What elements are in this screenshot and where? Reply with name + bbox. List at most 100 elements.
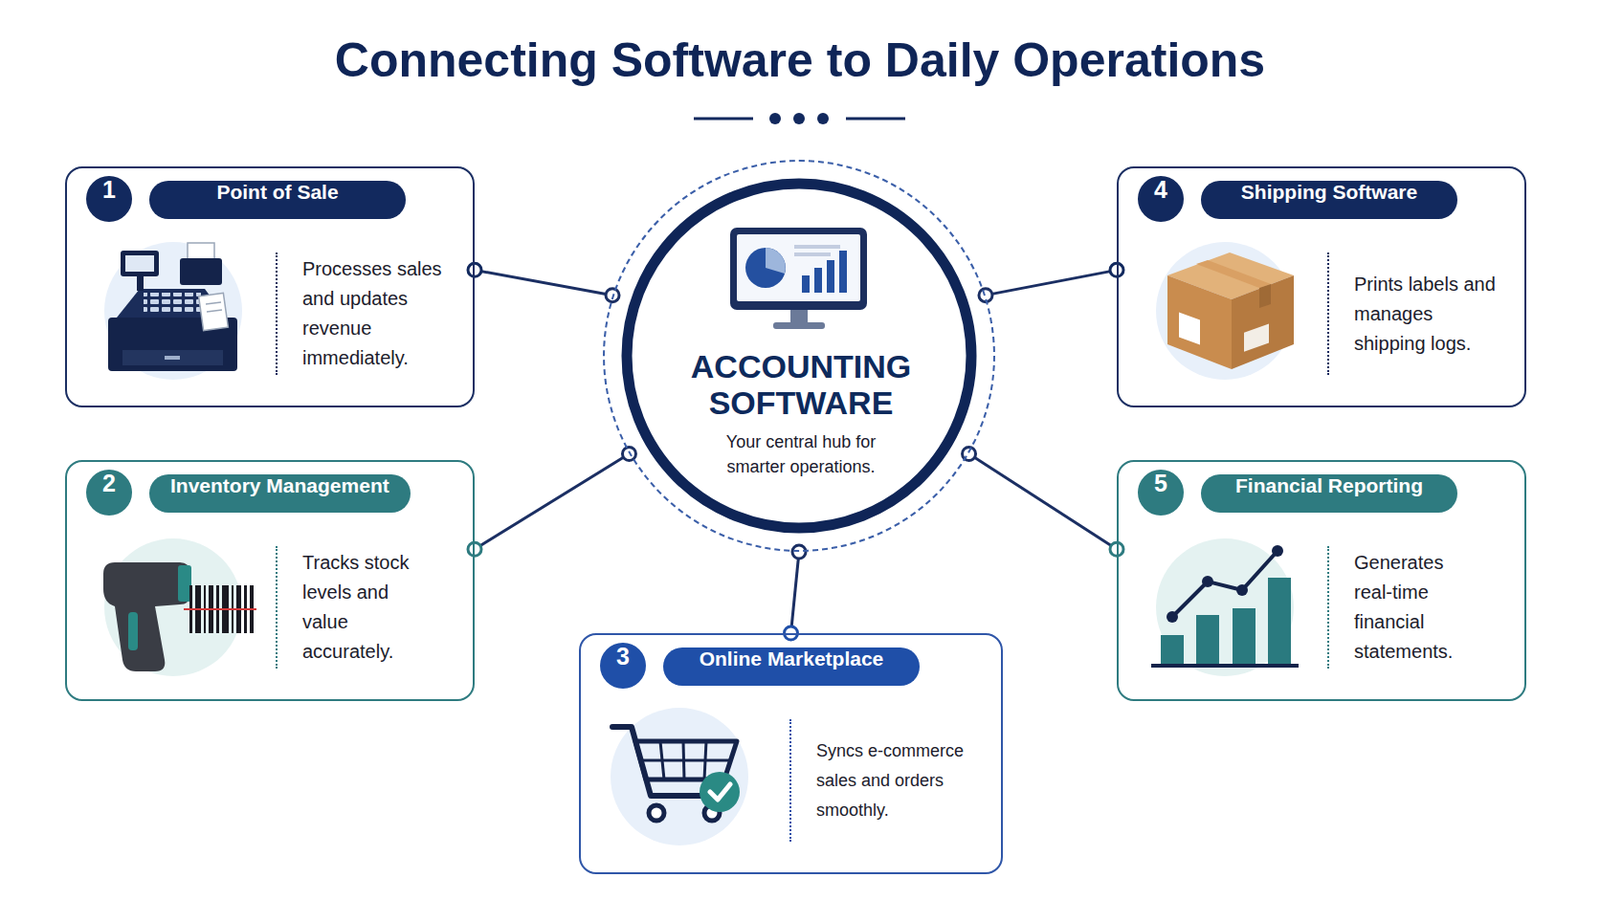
pos-register-icon-part	[199, 292, 229, 331]
parcel-box-icon-part	[1196, 260, 1271, 289]
growth-chart-icon-part	[1271, 545, 1284, 557]
monitor-icon-part	[730, 227, 867, 311]
monitor-icon-part	[765, 247, 786, 274]
card-description: Syncs e-commerce sales and orders smooth…	[816, 736, 992, 826]
growth-chart-icon-part	[1155, 538, 1294, 677]
title-ornament-part	[769, 112, 781, 125]
monitor-icon-part	[745, 247, 786, 289]
card-description: Processes sales and updates revenue imme…	[302, 254, 456, 374]
growth-chart-icon-part	[1166, 611, 1178, 623]
barcode-scanner-icon-part	[177, 565, 192, 602]
barcode-scanner-icon	[103, 538, 257, 677]
shopping-cart-icon	[610, 708, 749, 846]
dotted-divider	[789, 719, 792, 843]
connector-line	[474, 454, 629, 551]
pos-register-icon-part	[205, 302, 222, 305]
monitor-icon-part	[736, 234, 861, 302]
growth-chart-icon-part	[1172, 551, 1278, 618]
callout-number: 1	[86, 176, 133, 223]
card-description: Tracks stock levels and value accurately…	[302, 548, 437, 667]
connector	[467, 447, 636, 557]
diagram-title: Connecting Software to Daily Operations	[0, 34, 1600, 88]
monitor-icon-part	[790, 310, 808, 324]
connector	[467, 263, 620, 302]
shopping-cart-icon-part	[648, 805, 665, 822]
monitor-icon-part	[794, 252, 831, 257]
connector-dot	[978, 288, 993, 303]
parcel-box-icon-part	[1259, 284, 1271, 309]
growth-chart-icon-part	[1267, 577, 1291, 666]
parcel-box-icon	[1155, 242, 1294, 380]
hub-ring	[626, 183, 972, 529]
shopping-cart-icon-part-part	[639, 759, 732, 763]
title-ornament-part	[845, 117, 906, 121]
connector-dot	[622, 447, 636, 462]
title-ornament-part	[793, 112, 805, 125]
barcode-scanner-icon-part	[103, 562, 190, 672]
monitor-icon	[730, 227, 867, 330]
dotted-divider	[1327, 252, 1330, 376]
connector	[962, 447, 1124, 557]
monitor-icon-part	[826, 260, 835, 293]
barcode-scanner-icon-part	[104, 538, 243, 677]
dotted-divider	[275, 546, 278, 669]
connector-dot	[467, 542, 482, 556]
parcel-box-icon-part	[1178, 311, 1200, 345]
pos-register-icon-part	[104, 242, 243, 380]
callout-number: 3	[600, 643, 646, 689]
pos-register-icon-part	[122, 350, 223, 366]
hub-heading: ACCOUNTING SOFTWARE	[657, 348, 945, 423]
growth-chart-icon-part	[1151, 664, 1299, 668]
connector-dot	[962, 447, 977, 462]
hub-subtitle: Your central hub for smarter operations.	[698, 429, 904, 480]
growth-chart-icon-part	[1160, 635, 1184, 666]
callout-number: 2	[86, 469, 133, 516]
card-heading-pill: Shipping Software	[1200, 180, 1458, 220]
parcel-box-icon-part	[1231, 275, 1294, 370]
monitor-icon-part	[794, 244, 841, 249]
growth-chart-icon-part	[1196, 615, 1220, 666]
pos-register-icon-part	[206, 310, 223, 312]
growth-chart-icon-part	[1201, 576, 1214, 588]
pos-register-icon-part	[125, 255, 155, 272]
connector-dot	[605, 288, 620, 303]
monitor-icon-part	[773, 322, 825, 330]
pos-register-icon	[104, 242, 243, 380]
shopping-cart-icon-part	[710, 784, 731, 800]
hub-ring-part	[626, 183, 972, 529]
card-description: Prints labels and manages shipping logs.	[1354, 269, 1498, 359]
card-heading-pill: Financial Reporting	[1200, 474, 1458, 513]
parcel-box-icon-part	[1155, 242, 1294, 380]
connector-line	[969, 454, 1117, 551]
pos-register-icon-part	[164, 355, 180, 360]
callout-number: 5	[1137, 469, 1184, 516]
connector	[784, 545, 807, 641]
pos-register-icon-part	[179, 258, 223, 286]
monitor-icon-part	[814, 267, 823, 293]
connector-line	[474, 269, 613, 295]
pos-register-icon-part	[143, 292, 201, 314]
title-ornament-part	[817, 112, 829, 125]
monitor-icon-part	[801, 275, 810, 293]
hub-circle: ACCOUNTING SOFTWARE Your central hub for …	[602, 159, 996, 553]
shopping-cart-icon-part	[699, 772, 740, 813]
parcel-box-icon-part	[1167, 275, 1232, 370]
connector	[978, 263, 1124, 302]
monitor-icon-part	[839, 250, 847, 293]
dotted-divider	[275, 252, 278, 376]
dotted-divider	[1327, 546, 1330, 669]
shopping-cart-icon-part	[610, 708, 749, 846]
parcel-box-icon-part	[1244, 323, 1269, 352]
growth-chart-icon-part	[1236, 584, 1248, 597]
card-description: Generates real-time financial statements…	[1354, 548, 1469, 667]
barcode-scanner-icon-part	[128, 612, 138, 651]
card-heading-pill: Inventory Management	[149, 474, 411, 513]
connector-dot	[792, 545, 806, 559]
connector-line	[791, 552, 800, 634]
connector-line	[985, 269, 1117, 295]
growth-chart-icon-part	[1232, 608, 1256, 666]
title-ornament	[693, 112, 906, 125]
growth-chart-icon	[1151, 538, 1299, 677]
pos-register-icon-part	[120, 250, 159, 277]
